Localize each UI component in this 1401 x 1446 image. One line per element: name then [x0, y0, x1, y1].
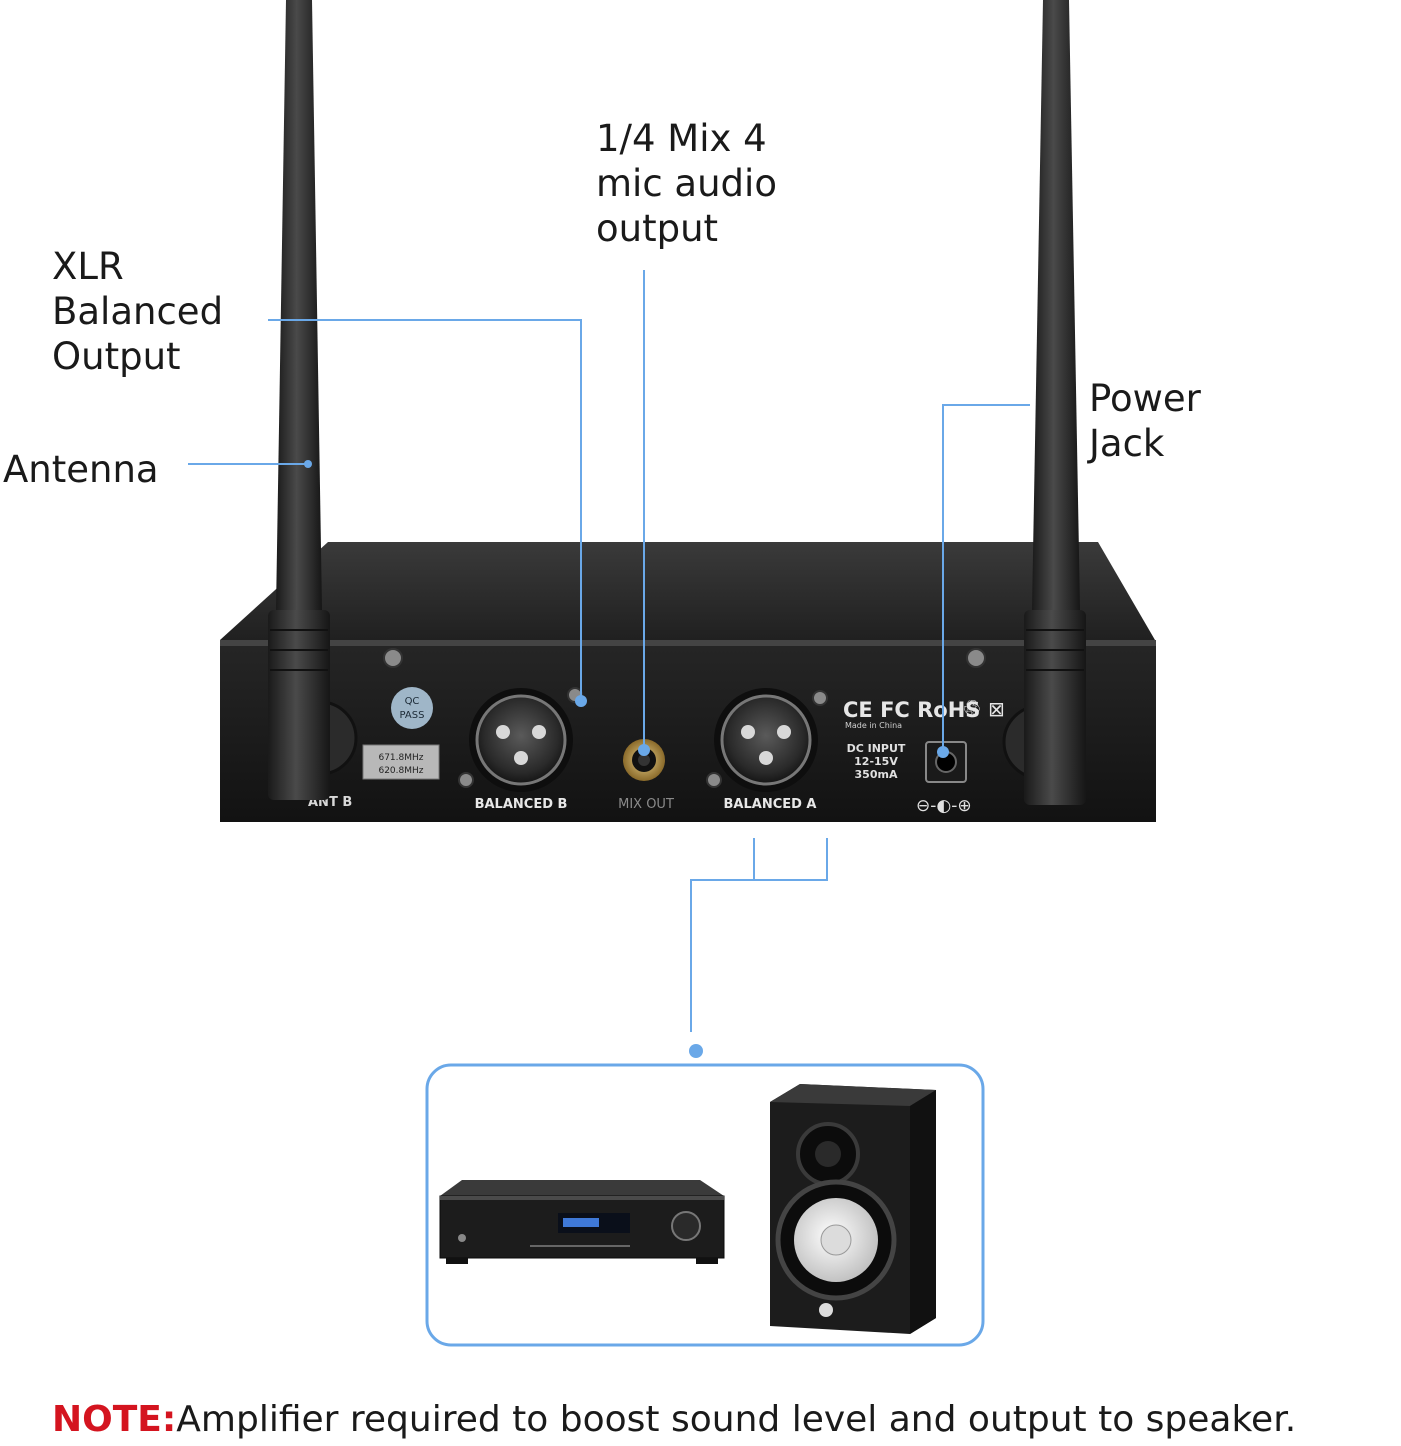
speaker-image [770, 1084, 936, 1334]
qc-pass-badge [391, 687, 433, 729]
made-in-text: Made in China [845, 721, 902, 730]
mix-callout-dot [638, 744, 650, 756]
xlr-output-line-2: Balanced [52, 290, 224, 333]
receiver-front-panel [220, 640, 1156, 822]
xlr-output-line-3: Output [52, 335, 181, 378]
antenna-label-text: Antenna [3, 448, 159, 491]
mix-output-line-3: output [596, 207, 719, 250]
certification-marks: CE FC RoHS [843, 698, 980, 722]
volume-knob-icon [671, 1211, 701, 1241]
output-bracket-line [753, 838, 828, 881]
speaker-logo-icon [819, 1303, 833, 1317]
antenna-callout-label: Antenna [3, 447, 159, 492]
left-antenna [268, 0, 330, 800]
qc-badge-line-1: QC [405, 696, 420, 707]
receiver-unit: QC PASS 671.8MHz 620.8MHz CE [220, 542, 1156, 822]
callout-lines [188, 270, 1030, 1032]
screw-icon [966, 648, 986, 668]
balanced-b-label: BALANCED B [475, 797, 568, 812]
mix-out-jack [623, 739, 665, 781]
output-connector-line [690, 879, 754, 1032]
screw-icon [458, 772, 474, 788]
note-text: Amplifier required to boost sound level … [176, 1399, 1297, 1440]
receiver-top-panel [220, 542, 1155, 640]
recycle-icon: ♲ [962, 697, 982, 722]
amplifier-note: NOTE:Amplifier required to boost sound l… [52, 1396, 1296, 1444]
antenna-callout-dot [304, 460, 312, 468]
xlr-output-line-1: XLR [52, 245, 124, 288]
frequency-line-1: 671.8MHz [378, 753, 423, 763]
xlr-balanced-a-connector [714, 688, 818, 792]
mix-output-line-2: mic audio [596, 162, 777, 205]
screw-icon [706, 772, 722, 788]
mix-out-label: MIX OUT [618, 797, 674, 812]
mix-output-line-1: 1/4 Mix 4 [596, 117, 767, 160]
xlr-callout-dot [575, 695, 587, 707]
amplifier-image [439, 1180, 725, 1264]
frequency-line-2: 620.8MHz [378, 766, 423, 776]
power-jack-line-1: Power [1089, 377, 1201, 420]
xlr-output-callout-label: XLR Balanced Output [52, 244, 223, 379]
xlr-callout-line [268, 319, 582, 700]
screw-icon [383, 648, 403, 668]
power-jack-line-2: Jack [1089, 422, 1165, 465]
dc-input-line-2: 12-15V [854, 755, 898, 768]
polarity-icon: ⊖-◐-⊕ [916, 796, 972, 816]
qc-badge-line-2: PASS [400, 710, 425, 721]
output-callout-dot [689, 1044, 703, 1058]
screw-icon [812, 690, 828, 706]
dc-input-line-3: 350mA [855, 768, 898, 781]
frequency-sticker [362, 744, 440, 780]
balanced-a-label: BALANCED A [724, 797, 817, 812]
mix-output-callout-label: 1/4 Mix 4 mic audio output [596, 116, 777, 251]
power-jack-callout-label: Power Jack [1089, 376, 1201, 466]
output-devices-frame [425, 1063, 985, 1347]
power-callout-line [942, 404, 1030, 752]
note-prefix: NOTE: [52, 1399, 177, 1440]
receiver-front-highlight [220, 640, 1156, 646]
power-callout-dot [937, 746, 949, 758]
dc-input-line-1: DC INPUT [847, 742, 906, 755]
weee-bin-icon: ⊠ [988, 697, 1005, 721]
power-jack-port [925, 741, 967, 783]
right-antenna [1024, 0, 1086, 805]
xlr-balanced-b-connector [469, 688, 573, 792]
